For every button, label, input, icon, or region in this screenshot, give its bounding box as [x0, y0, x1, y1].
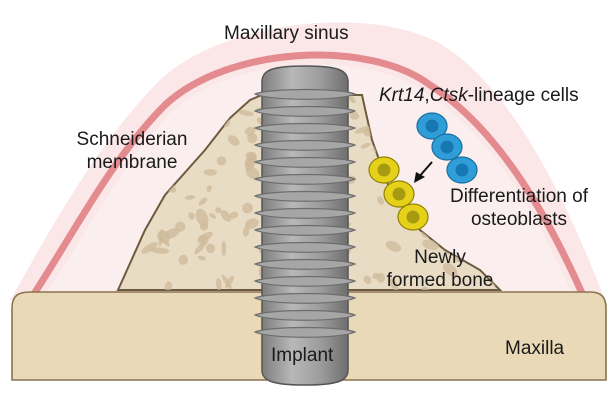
osteoblast-cell-icon [398, 204, 428, 230]
implant-thread [255, 175, 355, 185]
implant-thread [255, 107, 355, 117]
implant-thread [255, 311, 355, 321]
maxilla-label: Maxilla [505, 337, 564, 360]
newly-label-line2: formed bone [370, 269, 510, 292]
implant-thread [255, 294, 355, 304]
differentiation-label: Differentiation of osteoblasts [434, 185, 604, 231]
lineage-cells-label: Krt14,Ctsk-lineage cells [379, 84, 579, 107]
maxillary-sinus-label: Maxillary sinus [224, 22, 349, 45]
implant-thread [255, 277, 355, 287]
implant-thread [255, 192, 355, 202]
implant-thread [255, 158, 355, 168]
lineage-cell-icon [447, 157, 477, 183]
implant-thread [255, 209, 355, 219]
lineage-cell-icon [432, 134, 462, 160]
implant [255, 66, 355, 385]
implant-thread [255, 260, 355, 270]
lineage-marker-krt14: Krt14 [379, 85, 424, 106]
implant-thread [255, 226, 355, 236]
bone-speckle [109, 111, 122, 124]
implant-thread [255, 141, 355, 151]
schneiderian-membrane-label: Schneiderian membrane [70, 128, 194, 174]
schneiderian-label-line2: membrane [70, 151, 194, 174]
implant-thread [255, 328, 355, 338]
implant-thread [255, 243, 355, 253]
implant-thread [255, 124, 355, 134]
differentiation-label-line2: osteoblasts [434, 208, 604, 231]
implant-thread [255, 90, 355, 100]
implant-label: Implant [271, 344, 333, 367]
newly-label-line1: Newly [370, 246, 510, 269]
newly-formed-bone-label: Newly formed bone [370, 246, 510, 292]
lineage-marker-ctsk: Ctsk [430, 85, 468, 106]
lineage-suffix: -lineage cells [468, 85, 579, 106]
osteoblast-cell-icon [369, 157, 399, 183]
schneiderian-label-line1: Schneiderian [70, 128, 194, 151]
differentiation-label-line1: Differentiation of [434, 185, 604, 208]
osteoblast-cell-icon [384, 181, 414, 207]
implant-threads [255, 90, 355, 338]
